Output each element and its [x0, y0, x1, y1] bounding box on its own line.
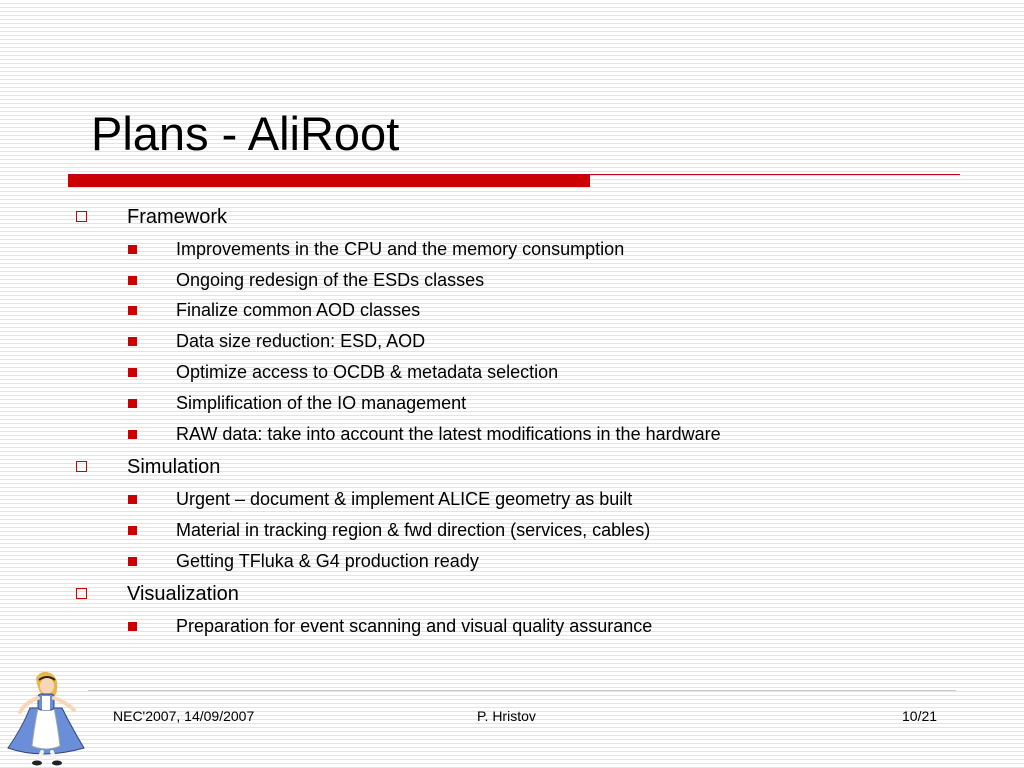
- title-rule-thick: [68, 175, 590, 187]
- hollow-square-bullet-icon: [76, 211, 87, 222]
- footer-page-number: 10/21: [902, 708, 938, 724]
- footer-rule: [88, 690, 956, 691]
- section-heading-visualization: Visualization: [127, 583, 239, 605]
- footer-event-date: NEC'2007, 14/09/2007: [113, 708, 255, 724]
- list-item: Optimize access to OCDB & metadata selec…: [176, 362, 559, 382]
- list-item: Finalize common AOD classes: [176, 300, 421, 320]
- hollow-square-bullet-icon: [76, 588, 87, 599]
- filled-square-bullet-icon: [128, 495, 137, 504]
- section-heading-framework: Framework: [127, 206, 228, 228]
- list-item: Ongoing redesign of the ESDs classes: [176, 270, 485, 290]
- title-rule-thin: [68, 174, 960, 175]
- list-item: Urgent – document & implement ALICE geom…: [176, 489, 633, 509]
- list-item: Preparation for event scanning and visua…: [176, 616, 653, 636]
- list-item: RAW data: take into account the latest m…: [176, 424, 721, 444]
- footer-author: P. Hristov: [477, 708, 536, 724]
- list-item: Simplification of the IO management: [176, 393, 467, 413]
- list-item: Getting TFluka & G4 production ready: [176, 551, 479, 571]
- filled-square-bullet-icon: [128, 306, 137, 315]
- hollow-square-bullet-icon: [76, 461, 87, 472]
- list-item: Data size reduction: ESD, AOD: [176, 331, 426, 351]
- filled-square-bullet-icon: [128, 337, 137, 346]
- filled-square-bullet-icon: [128, 430, 137, 439]
- section-heading-simulation: Simulation: [127, 456, 221, 478]
- slide-title: Plans - AliRoot: [91, 107, 400, 160]
- filled-square-bullet-icon: [128, 622, 137, 631]
- list-item: Improvements in the CPU and the memory c…: [176, 239, 625, 259]
- filled-square-bullet-icon: [128, 557, 137, 566]
- filled-square-bullet-icon: [128, 526, 137, 535]
- filled-square-bullet-icon: [128, 368, 137, 377]
- alice-cartoon-icon: [7, 671, 85, 766]
- filled-square-bullet-icon: [128, 276, 137, 285]
- filled-square-bullet-icon: [128, 245, 137, 254]
- list-item: Material in tracking region & fwd direct…: [176, 520, 651, 540]
- filled-square-bullet-icon: [128, 399, 137, 408]
